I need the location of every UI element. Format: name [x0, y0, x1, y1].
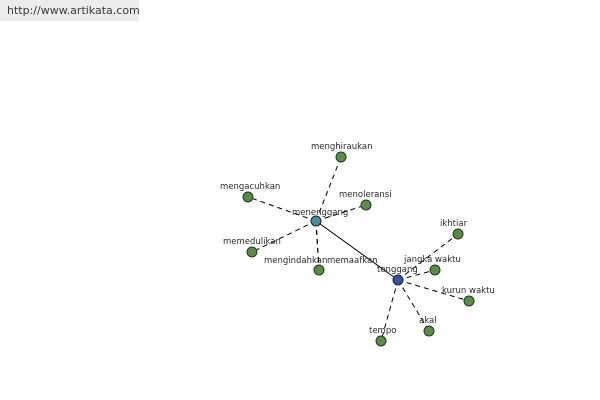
graph-nodes	[242, 151, 475, 347]
edge-tenggang-kurun-waktu	[397, 279, 470, 302]
label-jangka-waktu[interactable]: jangka waktu	[403, 255, 461, 265]
edge-tenggang-ikhtiar	[397, 233, 459, 281]
label-ikhtiar[interactable]: ikhtiar	[440, 219, 468, 229]
graph-labels: menenggang tenggang menghiraukan mengacuhka…	[220, 142, 495, 336]
node-kurun-waktu[interactable]	[463, 295, 475, 307]
label-memaafkan[interactable]: memaafkan	[327, 256, 378, 266]
edge-tenggang-akal	[397, 279, 430, 332]
node-mengindahkan[interactable]	[313, 264, 325, 276]
edge-tenggang-tempo	[380, 279, 399, 342]
label-mengindahkan[interactable]: mengindahkan	[264, 256, 327, 266]
label-mengacuhkan[interactable]: mengacuhkan	[220, 182, 280, 192]
label-akal[interactable]: akal	[419, 316, 437, 326]
edge-tenggang-jangka-waktu	[397, 269, 436, 281]
edge-menenggang-tenggang	[315, 220, 399, 281]
node-ikhtiar[interactable]	[452, 228, 464, 240]
source-url[interactable]: http://www.artikata.com	[0, 0, 140, 21]
node-tempo[interactable]	[375, 335, 387, 347]
node-menghiraukan[interactable]	[335, 151, 347, 163]
node-jangka-waktu[interactable]	[429, 264, 441, 276]
node-tenggang[interactable]	[392, 274, 404, 286]
label-memedulikan[interactable]: memedulikan	[223, 237, 281, 247]
label-menoleransi[interactable]: menoleransi	[339, 190, 392, 200]
edge-menenggang-memaafkan	[315, 220, 320, 271]
label-kurun-waktu[interactable]: kurun waktu	[442, 286, 495, 296]
node-menoleransi[interactable]	[360, 199, 372, 211]
node-menenggang[interactable]	[310, 215, 322, 227]
graph-edges	[247, 156, 470, 342]
label-tenggang[interactable]: tenggang	[377, 265, 418, 275]
edge-menenggang-menghiraukan	[315, 156, 342, 222]
label-menghiraukan[interactable]: menghiraukan	[311, 142, 373, 152]
edge-menenggang-memedulikan	[251, 220, 317, 253]
label-tempo[interactable]: tempo	[369, 326, 396, 336]
node-mengacuhkan[interactable]	[242, 191, 254, 203]
node-memedulikan[interactable]	[246, 246, 258, 258]
edge-menenggang-mengacuhkan	[247, 196, 317, 222]
node-akal[interactable]	[423, 325, 435, 337]
label-menenggang[interactable]: menenggang	[292, 208, 348, 218]
